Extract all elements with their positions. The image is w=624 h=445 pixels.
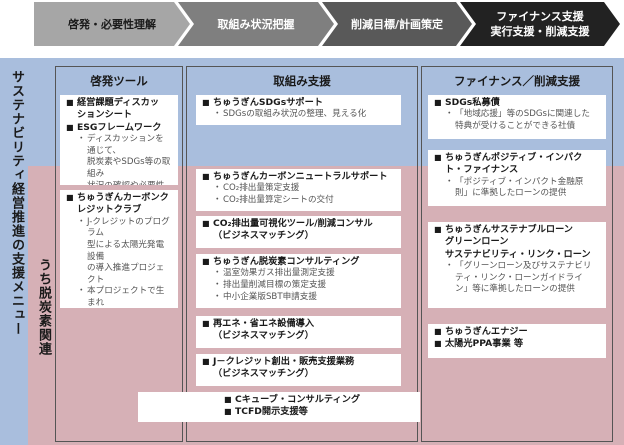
card-co2-visualization: CO₂排出量可視化ツール/削減コンサル（ビジネスマッチング） (196, 216, 401, 248)
item-title: ちゅうぎんサステナブルローン (434, 224, 600, 237)
step-arrow-target: 削減目標/計画策定 (322, 2, 472, 46)
item-detail: 本プロジェクトで生まれ (66, 286, 172, 308)
item-title-cont: レジットクラブ (77, 204, 142, 216)
step-arrow-finance: ファイナンス支援 実行支援・削減支援 (460, 2, 620, 46)
card-j-credit-sales: J－クレジット創出・販売支援業務（ビジネスマッチング） (196, 354, 401, 386)
column-awareness-tools (55, 66, 183, 442)
column-initiative-support (186, 66, 418, 442)
outer-side-label: サステナビリティ経営推進の支援メニュー (9, 70, 24, 336)
step-label: 取組み状況把握 (217, 17, 295, 31)
item-title: 経営課題ディスカッ (66, 97, 172, 110)
card-discussion-sheet: 経営課題ディスカッションシートESGフレームワークディスカッションを通じて、脱炭… (60, 95, 178, 185)
item-detail-cont: 型による太陽光発電設備 (87, 240, 165, 262)
item-detail: SDGsの取組み状況の整理、見える化 (202, 109, 395, 121)
step-label: ファイナンス支援 実行支援・削減支援 (490, 10, 590, 38)
item-detail-cont: 特典が受けることができる社債 (455, 121, 576, 131)
item-detail: 「ポジティブ・インパクト金融原 (434, 177, 600, 189)
item-title-cont: ト・ファイナンス (445, 164, 519, 176)
card-chugin-energy: ちゅうぎんエナジー太陽光PPA事業 等 (428, 324, 606, 358)
step-arrow-awareness: 啓発・必要性理解 (34, 2, 190, 46)
card-carbon-credit-club: ちゅうぎんカーボンクレジットクラブJ-クレジットのプログラム型による太陽光発電設… (60, 190, 178, 308)
item-title: ちゅうぎんポジティブ・インパク (434, 152, 600, 165)
item-title: ESGフレームワーク (66, 122, 172, 135)
item-title: SDGs私募債 (434, 97, 600, 110)
item-title: J－クレジット創出・販売支援業務 (202, 356, 395, 369)
column-heading: ファイナンス／削減支援 (453, 74, 581, 88)
item-title-cont: サステナビリティ・リンク・ローン (445, 248, 591, 260)
item-detail-cont: の導入推進プロジェクト (87, 263, 165, 285)
item-title-cont: （ビジネスマッチング） (213, 368, 314, 380)
step-arrow-status: 取組み状況把握 (178, 2, 334, 46)
step-label: 啓発・必要性理解 (68, 17, 156, 31)
item-detail: 「地域応援」等のSDGsに関連した (434, 109, 600, 121)
item-title: ちゅうぎん脱炭素コンサルティング (202, 256, 395, 269)
outer-band-side (0, 58, 28, 445)
card-sustainable-loan: ちゅうぎんサステナブルローングリーンローンサステナビリティ・リンク・ローン「グリ… (428, 222, 606, 308)
item-detail: J-クレジットのプログラム (66, 217, 172, 240)
item-detail: 「グリーンローン及びサステナビリ (434, 261, 600, 273)
column-heading: 取組み支援 (273, 74, 331, 88)
item-title: CO₂排出量可視化ツール/削減コンサル (202, 218, 395, 231)
item-title: ちゅうぎんカーボンニュートラルサポート (202, 171, 395, 184)
item-detail: 排出量削減目標の策定支援 (202, 280, 395, 292)
item-title-cont: ションシート (77, 109, 133, 121)
card-sdgs-support: ちゅうぎんSDGsサポートSDGsの取組み状況の整理、見える化 (196, 95, 401, 125)
item-title-cont: グリーンローン (445, 236, 509, 248)
item-title-cont: （ビジネスマッチング） (213, 230, 314, 242)
card-positive-impact-finance: ちゅうぎんポジティブ・インパクト・ファイナンス「ポジティブ・インパクト金融原則」… (428, 150, 606, 206)
item-detail-cont: ティ・リンク・ローンガイドライ (455, 272, 583, 283)
item-title: ちゅうぎんSDGsサポート (202, 97, 395, 110)
item-title: Cキューブ・コンサルティング (224, 394, 414, 407)
item-detail: 温室効果ガス排出量測定支援 (202, 268, 395, 280)
item-title: ちゅうぎんカーボンク (66, 192, 172, 205)
item-title: 太陽光PPA事業 等 (434, 338, 600, 351)
item-title: ちゅうぎんエナジー (434, 326, 600, 339)
item-detail: 中小企業版SBT申請支援 (202, 292, 395, 304)
column-heading: 啓発ツール (90, 74, 148, 88)
item-detail-cont: 状況の確認や必要性の共通 (66, 181, 172, 185)
item-detail: CO₂排出量算定シートの交付 (202, 195, 395, 207)
step-label: 削減目標/計画策定 (350, 17, 444, 31)
item-detail: CO₂排出量策定支援 (202, 183, 395, 195)
item-detail-cont: 脱炭素やSDGs等の取組み (87, 157, 171, 179)
item-title: 再エネ・省エネ設備導入 (202, 318, 395, 331)
column-finance-support (421, 66, 613, 442)
card-renewable-equipment: 再エネ・省エネ設備導入（ビジネスマッチング） (196, 316, 401, 348)
card-carbon-neutral-support: ちゅうぎんカーボンニュートラルサポートCO₂排出量策定支援CO₂排出量算定シート… (196, 169, 401, 211)
card-c-cube-consulting: Cキューブ・コンサルティングTCFD開示支援等 (138, 392, 420, 422)
item-title-cont: （ビジネスマッチング） (213, 330, 314, 342)
item-title: TCFD開示支援等 (224, 406, 414, 419)
item-detail-cont: 則」に準拠したローンの提供 (455, 188, 567, 199)
inner-side-label: うち脱炭素関連 (36, 258, 51, 356)
card-decarbon-consulting: ちゅうぎん脱炭素コンサルティング温室効果ガス排出量測定支援排出量削減目標の策定支… (196, 254, 401, 308)
item-detail-cont: ン」等に準拠したローンの提供 (455, 284, 575, 295)
item-detail: ディスカッションを通じて、 (66, 134, 172, 157)
